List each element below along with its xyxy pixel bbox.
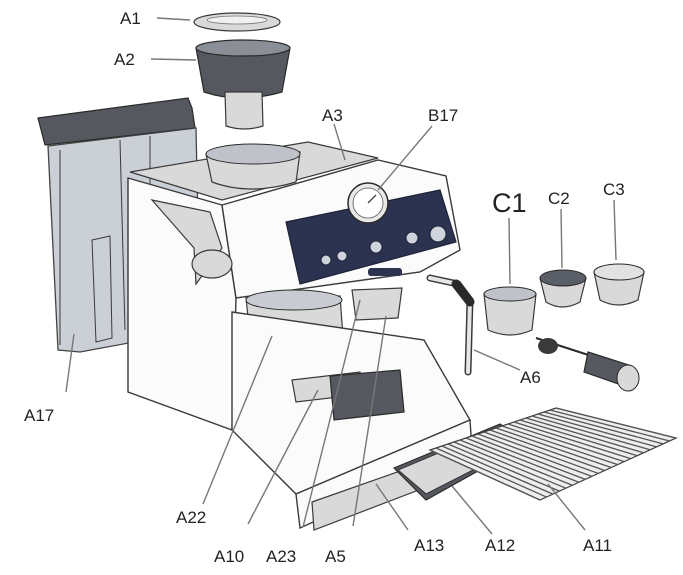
label-a10: A10	[214, 547, 244, 566]
grille-bar	[453, 441, 567, 489]
label-a23: A23	[266, 547, 296, 566]
grille-bar	[477, 433, 593, 477]
grille-bar	[435, 447, 547, 498]
filter-basket-double	[593, 263, 645, 306]
label-b17: B17	[428, 106, 458, 125]
leader-lines	[65, 17, 617, 535]
grille-bar	[513, 421, 631, 460]
label-a2: A2	[114, 50, 135, 69]
label-a6: A6	[520, 368, 541, 387]
label-a3: A3	[322, 106, 343, 125]
grille-bar	[447, 443, 560, 492]
label-a13: A13	[414, 536, 444, 555]
grille-bar	[483, 431, 599, 475]
grille-bar	[465, 437, 580, 483]
grille-bar	[525, 417, 644, 454]
grille-bar	[441, 445, 554, 495]
grille-bar	[459, 439, 573, 486]
grille-bar	[495, 427, 612, 469]
grille-bar	[543, 411, 664, 445]
label-c2: C2	[548, 189, 570, 208]
grille-bar	[555, 407, 677, 439]
hopper-lid	[193, 12, 281, 32]
grille-bar	[549, 409, 670, 442]
portafilter	[483, 286, 640, 392]
grille-bar	[489, 429, 605, 472]
cup-grille	[428, 407, 678, 501]
label-a12: A12	[485, 536, 515, 555]
grille-bar	[501, 425, 618, 466]
filter-basket-single	[539, 269, 587, 308]
bean-hopper	[195, 39, 291, 130]
grinder-collar	[205, 143, 301, 190]
grille-bar	[531, 415, 651, 451]
grille-bar	[507, 423, 625, 463]
steam-wand	[426, 274, 475, 376]
grille-bar	[429, 449, 541, 501]
machine-body	[127, 141, 461, 431]
grille-bar	[537, 413, 657, 448]
grille-bar	[519, 419, 638, 457]
label-a22: A22	[176, 508, 206, 527]
label-a17: A17	[24, 406, 54, 425]
label-a5: A5	[325, 547, 346, 566]
label-c3: C3	[603, 180, 625, 199]
grille-bar	[471, 435, 586, 480]
label-c1: C1	[492, 188, 527, 218]
label-a11: A11	[583, 536, 612, 555]
label-a1: A1	[120, 9, 141, 28]
callout-labels: A1 A2 A3 B17 C1 C2 C3 A17 A6 A22 A10 A23…	[24, 9, 625, 566]
